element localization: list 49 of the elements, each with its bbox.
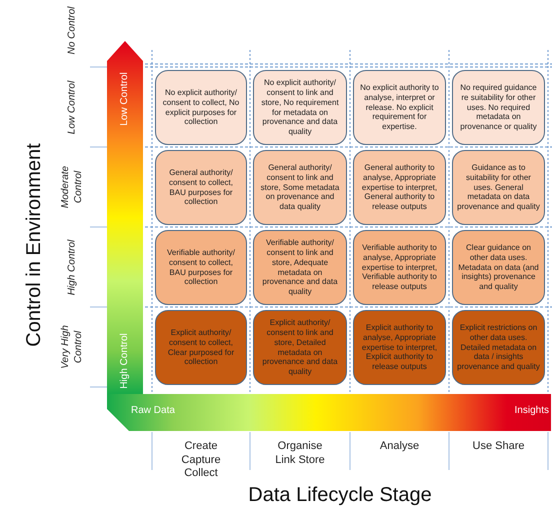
matrix-cell (452, 230, 545, 305)
cell-text: Verifiable authority/ consent to collect, BAU purposes for collection (166, 248, 236, 287)
matrix-cell (155, 310, 247, 385)
cell-text: Guidance as to suitability for other uses. General metadata on data provenance and quality (457, 163, 540, 212)
matrix-cell (253, 310, 347, 385)
column-label: Organise Link Store (274, 440, 326, 467)
row-label: Very High Control (59, 324, 85, 371)
control-scale-bar (107, 41, 143, 394)
bar-text: Low Control (118, 71, 131, 128)
cell-text: No explicit authority/ consent to link and store, No requirement for metadata on provenance and data quality (260, 78, 340, 137)
bar-text: High Control (118, 332, 131, 391)
cell-text: No explicit authority to analyse, interpret or release. No explicit requirement for expertise. (359, 83, 440, 132)
bar-text: Insights (514, 405, 549, 416)
cell-text: General authority/ consent to collect, BAU purposes for collection (168, 168, 234, 207)
matrix-cell (452, 70, 545, 145)
column-label: Create Capture Collect (180, 440, 222, 480)
matrix-cell (253, 150, 347, 225)
cell-text: Clear guidance on other data uses. Metadata on data (and insights) provenance and quality (457, 243, 540, 292)
row-label: High Control (66, 238, 78, 297)
matrix-cell (155, 150, 247, 225)
column-label: Analyse (378, 440, 420, 454)
cell-text: Verifiable authority/ consent to link and store, Adequate metadata on provenance and data quality (261, 238, 339, 297)
row-label: Moderate Control (59, 164, 85, 210)
cell-text: Explicit authority/ consent to collect, Clear purposed for collection (166, 328, 236, 367)
column-label: Use Share (472, 440, 526, 454)
matrix-cell (155, 230, 247, 305)
matrix-cell (155, 70, 247, 145)
matrix-cell (253, 230, 347, 305)
matrix-cell (353, 70, 446, 145)
matrix-cell (452, 150, 545, 225)
cell-text: Explicit authority/ consent to link and store, Detailed metadata on provenance and data quality (261, 318, 339, 377)
cell-text: Verifiable authority to analyse, Appropriate expertise to interpret, Verifiable authority to release outputs (360, 243, 438, 292)
matrix-cell (353, 230, 446, 305)
bar-text: Raw Data (131, 405, 175, 416)
lifecycle-scale-bar (107, 394, 552, 431)
row-label: No Control (66, 5, 78, 56)
cell-text: General authority to analyse, Appropriate expertise to interpret, General authority to release outputs (360, 163, 438, 212)
cell-text: Explicit authority to analyse, Appropriate expertise to interpret, Explicit authority to release outputs (360, 323, 438, 372)
cell-text: General authority/ consent to link and store, Some metadata on provenance and data quality (260, 163, 340, 212)
row-label: Low Control (66, 79, 78, 136)
axis-title: Data Lifecycle Stage (247, 484, 433, 507)
matrix-cell (353, 310, 446, 385)
matrix-cell (353, 150, 446, 225)
axis-title: Control in Environment (22, 142, 46, 349)
cell-text: Explicit restrictions on other data uses. Detailed metadata on data / insights provenance and quality (457, 323, 540, 372)
matrix-cell (253, 70, 347, 145)
matrix-cell (452, 310, 545, 385)
cell-text: No required guidance re suitability for other uses. No required metadata on provenance or quality (459, 83, 538, 132)
cell-text: No explicit authority/ consent to collect, No explicit purposes for collection (162, 88, 240, 127)
